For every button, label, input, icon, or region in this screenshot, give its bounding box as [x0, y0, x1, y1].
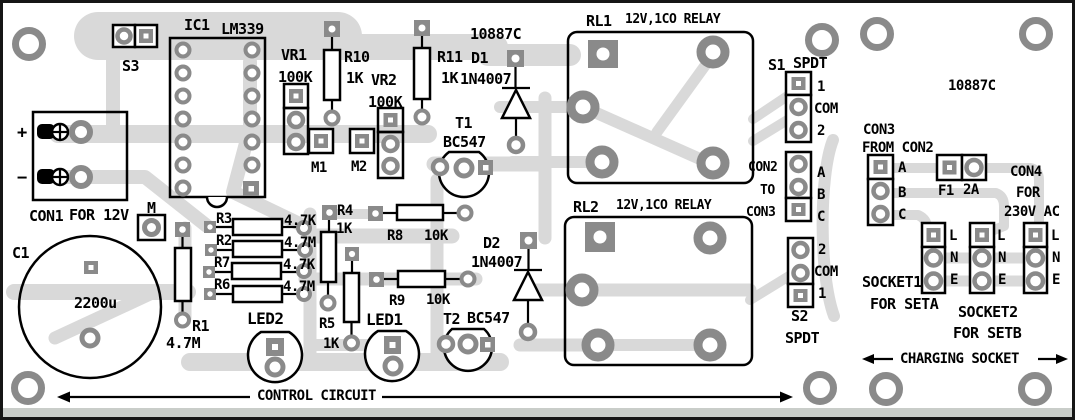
resistor-r8	[368, 203, 474, 222]
mounting-hole	[803, 371, 837, 405]
relay-rl2	[563, 215, 754, 367]
mounting-hole	[869, 372, 903, 406]
mounting-hole	[860, 17, 894, 51]
resistor-r2	[205, 239, 313, 259]
round-pad	[115, 27, 133, 45]
resistor-r9	[369, 269, 477, 289]
transistor-t2	[436, 327, 495, 373]
resistor-r6	[204, 284, 312, 304]
resistor-r3	[204, 217, 312, 237]
mounting-holes	[11, 17, 1053, 406]
mounting-hole	[1019, 17, 1053, 51]
connector-socket2	[968, 221, 996, 295]
led1	[363, 329, 421, 383]
capacitor-c1	[17, 234, 163, 380]
mounting-hole	[11, 371, 45, 405]
terminal-wire	[37, 124, 55, 139]
connector-con4	[1022, 221, 1049, 295]
preset-vr1	[282, 82, 310, 156]
connector-con2	[784, 150, 813, 223]
led2	[246, 330, 304, 384]
resistor-r1	[173, 222, 193, 329]
connector-s3	[111, 23, 159, 49]
resistor-r7	[203, 261, 312, 281]
board-edge-band	[3, 408, 1072, 417]
pad-m2	[348, 127, 376, 155]
terminal-wire	[37, 169, 55, 184]
round-pad	[69, 165, 93, 189]
mounting-hole	[805, 23, 839, 57]
resistor-r5	[342, 247, 361, 352]
round-pad	[79, 327, 101, 349]
diode-d2	[511, 232, 545, 342]
charging-socket-arrows	[862, 354, 1068, 364]
preset-vr2	[376, 106, 405, 180]
mounting-hole	[1018, 372, 1052, 406]
mounting-hole	[12, 27, 46, 61]
connector-con1	[31, 110, 129, 202]
resistor-r10	[322, 21, 342, 127]
round-pad	[69, 120, 93, 144]
connector-s1	[784, 70, 813, 144]
resistor-r11	[412, 20, 432, 126]
transistor-t1	[430, 150, 493, 199]
connector-socket1	[920, 221, 947, 295]
diode-d1	[499, 50, 533, 155]
relay-rl1	[566, 30, 755, 185]
ic1-pads	[174, 41, 261, 197]
connector-con3	[866, 153, 895, 227]
ic1-lm339	[168, 36, 267, 209]
control-circuit-arrow	[57, 391, 793, 403]
connector-s2	[786, 236, 815, 309]
fuse-f1	[935, 153, 988, 182]
resistor-r4	[319, 205, 338, 312]
pad-m	[136, 213, 167, 242]
pad-m1	[307, 127, 335, 155]
